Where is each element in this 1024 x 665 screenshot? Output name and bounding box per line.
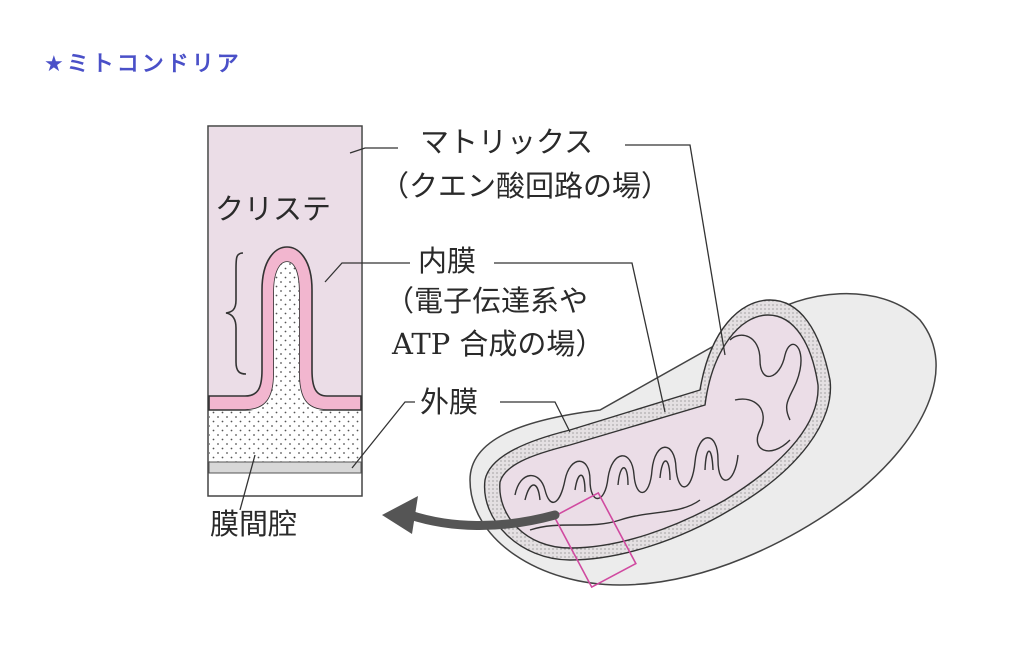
label-outer-membrane: 外膜 — [420, 385, 479, 419]
cristae-brace — [225, 252, 247, 375]
page-title: ★ミトコンドリア — [44, 52, 242, 77]
arrow-icon — [405, 510, 560, 530]
label-matrix-note: （クエン酸回路の場） — [380, 169, 671, 203]
label-inner-note-1: （電子伝達系や — [385, 284, 589, 318]
label-matrix: マトリックス — [420, 125, 594, 159]
label-intermembrane-space: 膜間腔 — [210, 507, 298, 541]
cristae-folds — [514, 334, 802, 531]
outer-membrane-band — [208, 461, 362, 474]
label-inner-membrane: 内膜 — [418, 244, 477, 278]
intermembrane-region — [209, 410, 361, 462]
enlarged-section — [207, 125, 363, 497]
label-cristae: クリステ — [215, 192, 332, 226]
leader-lines — [239, 144, 726, 511]
highlight-box — [553, 491, 637, 589]
matrix-region — [209, 127, 361, 398]
label-inner-note-2: ATP 合成の場） — [392, 327, 605, 361]
mitochondrion-illustration — [382, 293, 937, 589]
